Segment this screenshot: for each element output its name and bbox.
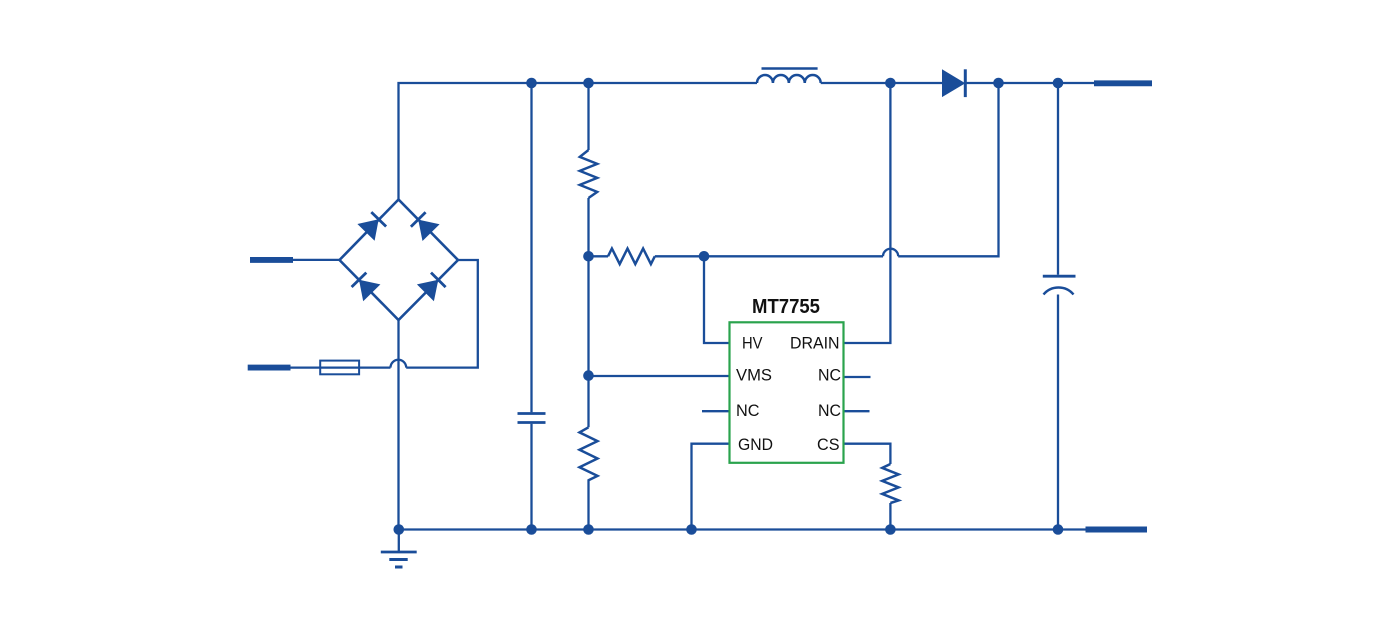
svg-text:DRAIN: DRAIN bbox=[790, 335, 840, 353]
svg-text:CS: CS bbox=[817, 436, 840, 454]
svg-text:VMS: VMS bbox=[736, 366, 772, 384]
svg-text:NC: NC bbox=[818, 366, 841, 384]
svg-text:GND: GND bbox=[738, 436, 773, 454]
svg-text:NC: NC bbox=[736, 402, 760, 420]
svg-text:MT7755: MT7755 bbox=[752, 296, 820, 318]
svg-text:HV: HV bbox=[742, 335, 763, 353]
svg-text:NC: NC bbox=[818, 402, 841, 420]
